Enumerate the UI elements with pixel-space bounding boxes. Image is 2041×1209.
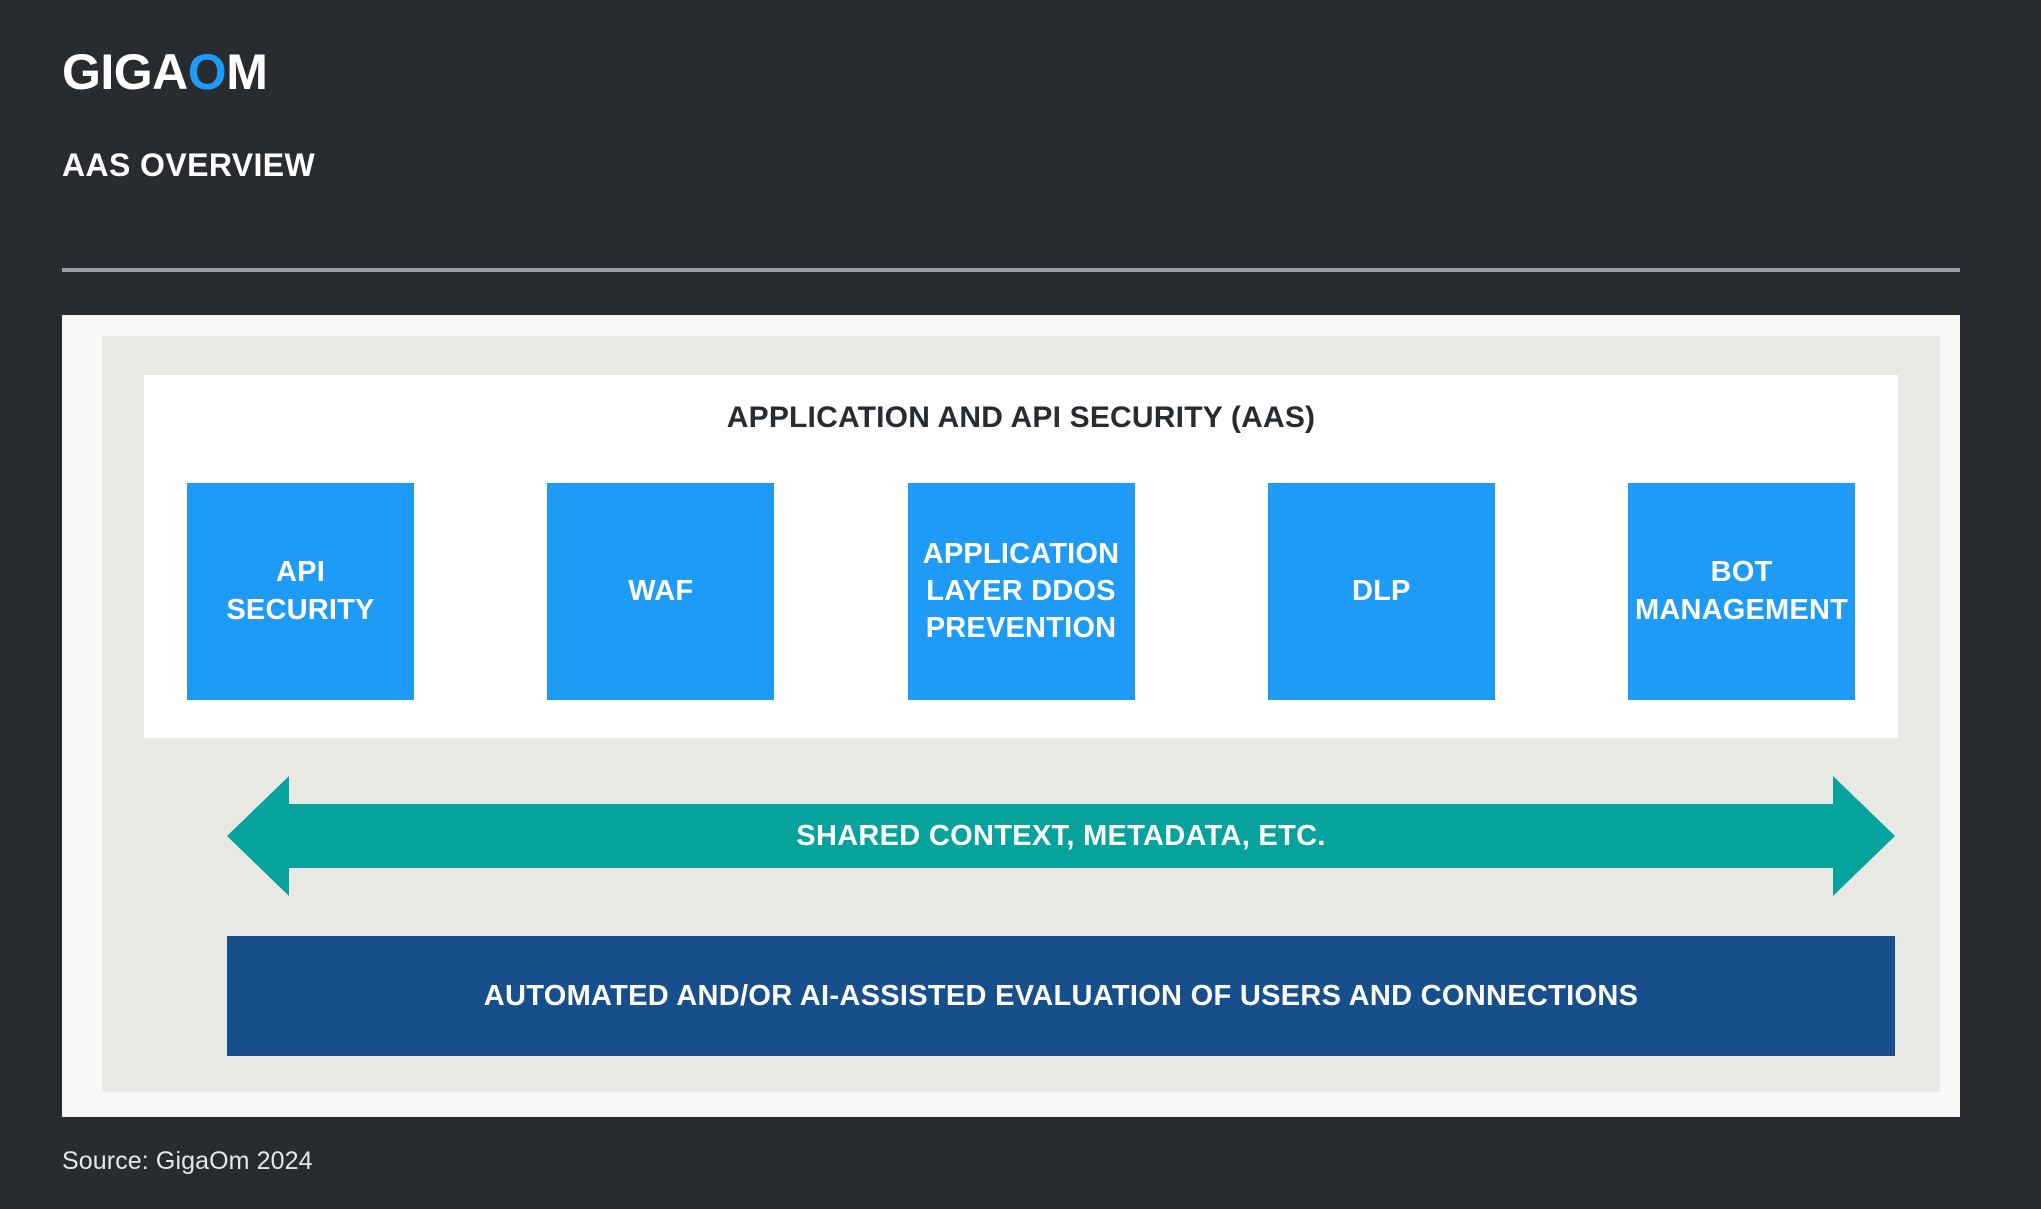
page-title: AAS OVERVIEW [62,147,316,183]
aas-card-title: APPLICATION AND API SECURITY (AAS) [726,401,1316,434]
capability-box-bot-management[interactable]: BOT MANAGEMENT [1628,483,1855,700]
capability-row: API SECURITY WAF APPLICATION LAYER DDOS … [187,483,1855,700]
logo-letter-o: O [187,44,227,100]
diagram-inner-panel: APPLICATION AND API SECURITY (AAS) API S… [102,336,1940,1092]
logo-text-m: M [226,44,268,100]
capability-box-waf[interactable]: WAF [547,483,775,700]
double-arrow-icon [227,776,1895,896]
capability-box-app-layer-ddos-prevention[interactable]: APPLICATION LAYER DDOS PREVENTION [907,483,1135,700]
diagram-outer-panel: APPLICATION AND API SECURITY (AAS) API S… [62,315,1960,1117]
gigaom-logo: GIGAOM [62,44,268,100]
capability-box-dlp[interactable]: DLP [1267,483,1495,700]
shared-context-arrow: SHARED CONTEXT, METADATA, ETC. [227,776,1895,896]
automated-evaluation-bar[interactable]: AUTOMATED AND/OR AI-ASSISTED EVALUATION … [227,936,1895,1056]
aas-card: APPLICATION AND API SECURITY (AAS) API S… [144,375,1898,738]
logo-text-giga: GIGA [62,44,188,100]
title-divider [62,268,1960,272]
source-note: Source: GigaOm 2024 [62,1147,313,1175]
capability-box-api-security[interactable]: API SECURITY [187,483,414,700]
